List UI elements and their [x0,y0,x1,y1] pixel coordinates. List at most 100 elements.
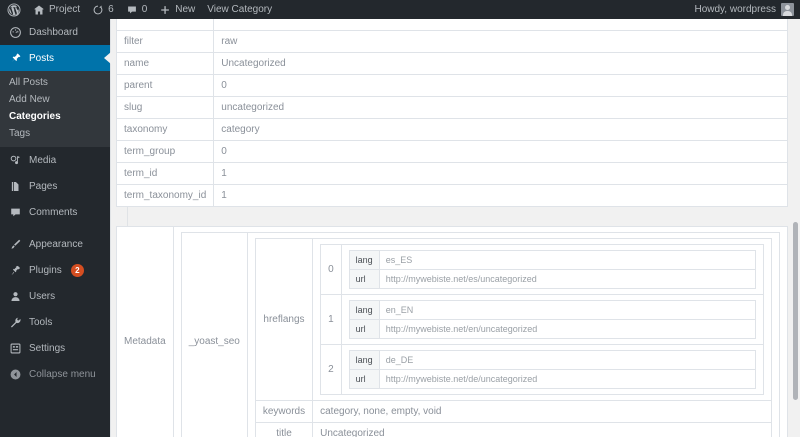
meta-key-yoast-seo: _yoast_seo [180,232,248,437]
row-value-term-group: 0 [213,140,788,163]
settings-sliders-icon [10,343,21,353]
row-value-clipped [213,19,788,31]
content-area: filter raw name Uncategorized parent 0 s… [110,19,800,437]
hreflang-url-value-2: http://mywebiste.net/de/uncategorized [378,369,757,389]
site-name-label: Project [49,4,81,15]
row-key-clipped [115,19,215,31]
row-key-filter: filter [115,30,215,53]
hreflang-entry-table: lang en_EN url [348,300,757,339]
row-value-filter: raw [213,30,788,53]
sidebar-item-collapse-menu[interactable]: Collapse menu [0,361,110,387]
hreflang-entry-2: lang de_DE url [340,344,765,395]
table-row: lang en_EN [348,300,757,320]
sidebar-label-media: Media [29,154,57,166]
comment-bubble-icon [127,6,136,13]
sidebar-item-media[interactable]: Media [0,147,110,173]
list-item: 0 lang [320,244,765,295]
sidebar-label-users: Users [29,290,56,302]
comment-bubble-icon [11,208,20,216]
home-icon [34,5,44,14]
sidebar-item-posts[interactable]: Posts [0,45,111,71]
hreflang-entry-1: lang en_EN url [340,294,765,345]
yoast-seo-table: _yoast_seo hreflangs [180,232,781,437]
sidebar-item-pages[interactable]: Pages [0,173,110,199]
sidebar-label-tools: Tools [29,316,53,328]
view-category-label: View Category [207,4,273,15]
hreflang-url-value-1: http://mywebiste.net/en/uncategorized [378,319,757,339]
updates-menu[interactable]: 6 [86,0,120,19]
sidebar-item-tools[interactable]: Tools [0,309,110,335]
hreflang-url-key-0: url [348,269,380,289]
sidebar-label-plugins: Plugins [29,264,62,276]
row-value-term-taxonomy-id: 1 [213,184,788,207]
hreflangs-list-table: 0 lang [320,244,765,395]
plug-icon [11,265,21,275]
row-value-parent: 0 [213,74,788,97]
updates-count: 6 [108,4,114,15]
comments-count: 0 [141,4,148,15]
hreflang-lang-value-0: es_ES [378,250,757,270]
media-icon [10,155,21,164]
row-key-term-id: term_id [115,162,215,185]
posts-submenu: All Posts Add New Categories Tags [0,71,110,147]
row-key-parent: parent [115,74,215,97]
sidebar-item-comments[interactable]: Comments [0,199,110,225]
title-value: Uncategorized [312,422,772,437]
row-key-name: name [115,52,215,75]
pages-icon [11,181,19,191]
hreflang-index-2: 2 [320,344,342,395]
view-category-link[interactable]: View Category [201,0,278,19]
list-item: 2 lang [320,344,765,395]
wp-logo-button[interactable] [0,0,27,19]
row-key-term-taxonomy-id: term_taxonomy_id [115,184,215,207]
table-row: _yoast_seo hreflangs [180,232,781,437]
table-row: term_id 1 [115,162,788,185]
row-value-name: Uncategorized [213,52,788,75]
hreflangs-value-cell: 0 lang [312,238,772,401]
table-row: Metadata _yoast_seo [116,226,789,437]
term-properties-table: filter raw name Uncategorized parent 0 s… [115,19,788,207]
row-key-taxonomy: taxonomy [115,118,215,141]
row-value-term-id: 1 [213,162,788,185]
sidebar-label-collapse-menu: Collapse menu [29,368,96,380]
metadata-label: Metadata [116,226,174,437]
new-content-menu[interactable]: New [153,0,201,19]
user-icon [11,291,20,301]
title-label: title [254,422,314,437]
sidebar-item-plugins[interactable]: Plugins 2 [0,257,110,283]
table-row: url http://mywebiste.net/en/uncategorize… [348,319,757,339]
updates-icon [93,5,103,14]
table-row: title Uncategorized [254,422,772,437]
sidebar-item-appearance[interactable]: Appearance [0,231,110,257]
hreflang-entry-table: lang es_ES url [348,250,757,289]
sidebar-item-all-posts[interactable]: All Posts [9,77,48,88]
plus-icon [161,5,170,14]
section-gap [116,207,788,226]
keywords-value: category, none, empty, void [312,400,772,423]
sidebar-item-tags[interactable]: Tags [9,128,31,139]
dashboard-icon [10,26,21,38]
sidebar-item-dashboard[interactable]: Dashboard [0,19,110,45]
table-row: filter raw [115,30,788,53]
hreflang-lang-key-1: lang [348,300,380,320]
metadata-value-cell: _yoast_seo hreflangs [172,226,789,437]
sidebar-item-add-new[interactable]: Add New [9,94,50,105]
sidebar-label-posts: Posts [29,52,55,64]
page-scrollbar-thumb[interactable] [793,222,798,400]
list-item: 1 lang [320,294,765,345]
table-row: taxonomy category [115,118,788,141]
sidebar-item-categories[interactable]: Categories [9,111,61,122]
sidebar-label-dashboard: Dashboard [29,26,78,38]
paintbrush-icon [11,239,21,249]
table-row: parent 0 [115,74,788,97]
yoast-seo-value-cell: hreflangs 0 [246,232,781,437]
sidebar-item-users[interactable]: Users [0,283,110,309]
my-account-menu[interactable]: Howdy, wordpress [694,3,800,16]
comments-menu[interactable]: 0 [120,0,154,19]
sidebar-item-settings[interactable]: Settings [0,335,110,361]
term-debug-scroll-pane[interactable]: filter raw name Uncategorized parent 0 s… [115,19,789,437]
sidebar-label-appearance: Appearance [29,238,83,250]
site-name-menu[interactable]: Project [27,0,86,19]
row-key-slug: slug [115,96,215,119]
table-row: keywords category, none, empty, void [254,400,772,423]
